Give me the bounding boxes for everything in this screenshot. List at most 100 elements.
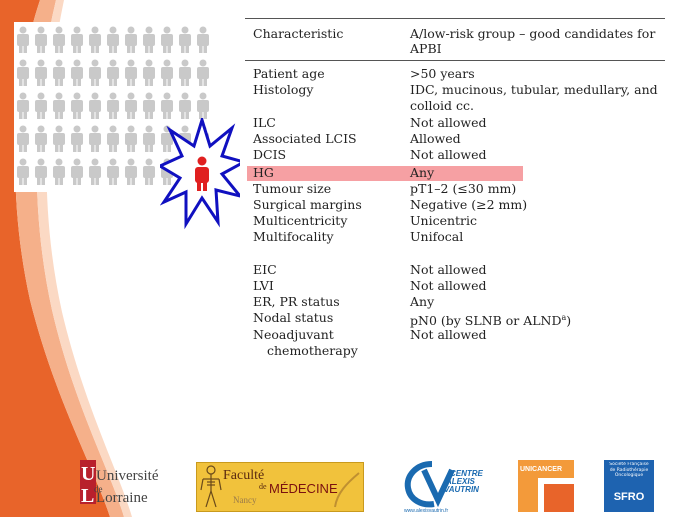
person-icon xyxy=(71,92,83,119)
red-person-icon xyxy=(195,156,209,191)
person-icon xyxy=(17,59,29,86)
svg-text:U: U xyxy=(81,463,95,485)
row-value: Not allowed xyxy=(410,115,487,130)
faculte-text: Faculté xyxy=(223,468,264,483)
person-icon xyxy=(197,92,209,119)
unicancer-mark: UNICANCER xyxy=(518,460,574,512)
person-icon xyxy=(197,26,209,53)
cav-alexis-text: ALEXIS xyxy=(445,477,476,486)
person-icon xyxy=(89,125,101,152)
person-icon xyxy=(125,125,137,152)
person-icon xyxy=(53,92,65,119)
person-icon xyxy=(53,26,65,53)
person-icon xyxy=(35,26,47,53)
row-value: Unifocal xyxy=(410,229,464,244)
person-icon xyxy=(179,92,191,119)
person-icon xyxy=(35,158,47,185)
row-characteristic: EIC xyxy=(253,262,277,277)
person-icon xyxy=(35,92,47,119)
person-icon xyxy=(179,26,191,53)
row-value: Any xyxy=(410,294,435,309)
skeleton-icon xyxy=(200,465,222,508)
person-icon xyxy=(107,92,119,119)
person-icon xyxy=(107,26,119,53)
row-value: Not allowed xyxy=(410,327,487,342)
row-characteristic: ILC xyxy=(253,115,276,130)
row-value: pT1–2 (≤30 mm) xyxy=(410,181,517,196)
row-characteristic: Tumour size xyxy=(253,181,332,196)
person-icon xyxy=(161,92,173,119)
row-value: pN0 (by SLNB or ALNDa) xyxy=(410,310,660,329)
person-icon xyxy=(53,59,65,86)
table-top-rule xyxy=(245,18,665,19)
nodal-value-text: pN0 (by SLNB or ALND xyxy=(410,313,562,329)
person-icon xyxy=(89,59,101,86)
row-characteristic: HG xyxy=(253,165,274,180)
decorative-orange-band xyxy=(0,0,240,517)
person-icon xyxy=(89,92,101,119)
row-characteristic: Associated LCIS xyxy=(253,131,357,146)
row-characteristic: LVI xyxy=(253,278,274,293)
row-value: Not allowed xyxy=(410,147,487,162)
cav-mark: CENTRE ALEXIS VAUTRIN www.alexisvautrin.… xyxy=(404,461,484,514)
person-icon xyxy=(71,26,83,53)
universite-lorraine-mark: U L Université de Lorraine xyxy=(80,460,159,507)
person-icon xyxy=(35,125,47,152)
row-value: >50 years xyxy=(410,66,475,81)
person-icon xyxy=(161,26,173,53)
starburst-highlight-icon xyxy=(160,118,240,230)
row-characteristic: Neoadjuvant xyxy=(253,327,334,342)
table-header-rule xyxy=(245,60,665,61)
centre-alexis-vautrin-logo: CENTRE ALEXIS VAUTRIN www.alexisvautrin.… xyxy=(402,456,484,514)
person-icon xyxy=(71,125,83,152)
row-characteristic: chemotherapy xyxy=(267,343,358,358)
person-icon xyxy=(53,125,65,152)
header-characteristic: Characteristic xyxy=(253,26,344,41)
cav-url-text: www.alexisvautrin.fr xyxy=(404,508,449,514)
unicancer-text: UNICANCER xyxy=(520,466,562,473)
person-icon xyxy=(89,158,101,185)
person-icon xyxy=(107,59,119,86)
person-icon xyxy=(197,59,209,86)
person-icon xyxy=(143,158,155,185)
row-characteristic: ER, PR status xyxy=(253,294,340,309)
sfro-text: SFRO xyxy=(614,491,645,503)
person-icon xyxy=(89,26,101,53)
cav-vautrin-text: VAUTRIN xyxy=(444,485,479,494)
footer-logos: U L Université de Lorraine Faculté de MÉ… xyxy=(0,450,689,517)
faculte-medecine-mark: Faculté de MÉDECINE Nancy xyxy=(200,465,360,508)
row-characteristic: Histology xyxy=(253,82,314,97)
faculte-de-text: de xyxy=(259,482,267,491)
row-value: Not allowed xyxy=(410,278,487,293)
row-characteristic: Nodal status xyxy=(253,310,334,325)
row-value: colloid cc. xyxy=(410,98,474,113)
person-icon xyxy=(17,92,29,119)
row-characteristic: Patient age xyxy=(253,66,325,81)
person-icon xyxy=(107,125,119,152)
nancy-text: Nancy xyxy=(233,495,257,505)
person-icon xyxy=(17,26,29,53)
sfro-mark: Société Française de Radiothérapie Oncol… xyxy=(609,462,648,503)
people-icons xyxy=(17,26,209,185)
person-icon xyxy=(17,125,29,152)
row-value: Unicentric xyxy=(410,213,478,228)
person-icon xyxy=(125,92,137,119)
person-icon xyxy=(179,59,191,86)
person-icon xyxy=(143,92,155,119)
person-icon xyxy=(143,26,155,53)
svg-text:L: L xyxy=(81,485,94,507)
row-value: Any xyxy=(410,165,435,180)
lorraine-text: Lorraine xyxy=(96,490,148,506)
nodal-value-end: ) xyxy=(566,313,572,329)
faculte-medecine-logo: Faculté de MÉDECINE Nancy xyxy=(196,462,364,512)
person-icon xyxy=(125,59,137,86)
cav-centre-text: CENTRE xyxy=(450,469,484,478)
universite-text: Université xyxy=(96,468,159,484)
unicancer-logo: UNICANCER xyxy=(518,460,574,512)
person-icon xyxy=(53,158,65,185)
person-icon xyxy=(143,125,155,152)
medecine-text: MÉDECINE xyxy=(269,481,338,496)
person-icon xyxy=(143,59,155,86)
universite-de-text: de xyxy=(94,484,103,494)
row-value: Not allowed xyxy=(410,262,487,277)
